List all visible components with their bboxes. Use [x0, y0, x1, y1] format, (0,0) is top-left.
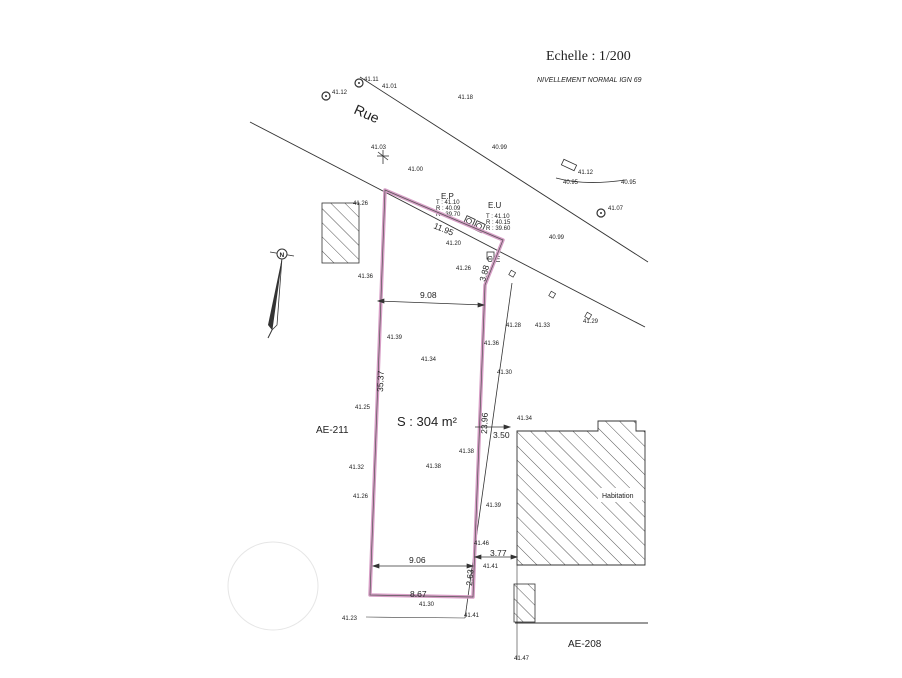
ep-label: E.P: [441, 192, 454, 201]
dimension-bottom-edge: 8.67: [410, 589, 427, 599]
dimension-top-width: 9.08: [420, 290, 437, 300]
elevation-label: 41.29: [583, 319, 599, 325]
neighbor-structure-bottom: [513, 583, 536, 623]
tree-icon: [321, 91, 331, 101]
elevation-label: 40.95: [621, 180, 637, 186]
curb-curve: [555, 177, 626, 183]
dimension-bottom-gap: 3.77: [490, 548, 507, 558]
elevation-label: 41.34: [517, 416, 533, 422]
north-arrow-icon: N: [267, 248, 295, 339]
elevation-label: 41.39: [486, 503, 502, 509]
eu-line-1: T : 41.10: [486, 214, 510, 220]
dimension-bottom-right: 2.63: [464, 569, 475, 587]
elevation-label: 41.20: [446, 241, 462, 247]
elevation-label: 41.03: [371, 145, 387, 151]
leveling-system-label: NIVELLEMENT NORMAL IGN 69: [537, 77, 642, 84]
elevation-label: 41.36: [358, 274, 374, 280]
dimension-corner: 3.88: [477, 264, 491, 283]
elevation-label: 41.11: [364, 77, 379, 83]
eu-line-2: R : 40.15: [486, 220, 511, 226]
utility-box-ce: [486, 251, 495, 260]
parcel-label-bottom-right: AE-208: [568, 639, 602, 650]
street-sign-icon: [377, 150, 389, 164]
street-box: [560, 158, 578, 172]
north-arrow-label: N: [280, 252, 285, 259]
dimension-right-length: 23.96: [479, 412, 490, 434]
street-marker: [548, 290, 557, 299]
elevation-label: 41.41: [483, 564, 499, 570]
elevation-label: 41.46: [474, 541, 490, 547]
elevation-label: 40.99: [492, 145, 508, 151]
elevation-label: 41.33: [535, 323, 551, 329]
ep-line-3: R : 39.70: [436, 212, 461, 218]
elevation-label: 41.32: [349, 465, 365, 471]
parcel-label-left: AE-211: [316, 425, 349, 436]
elevation-label: 41.34: [421, 357, 437, 363]
elevation-label: 41.39: [387, 335, 403, 341]
elevation-label: 41.25: [355, 405, 371, 411]
ep-line-1: T : 41.10: [436, 200, 460, 206]
tree-icon: [354, 78, 364, 88]
parcel-boundary-inner: [369, 189, 504, 598]
scan-smudge: [227, 541, 319, 631]
elevation-label: 41.01: [382, 84, 398, 90]
elevation-label: 41.26: [353, 201, 369, 207]
survey-sheet: [213, 18, 691, 678]
elevation-label: 41.07: [608, 206, 624, 212]
street-line-north: [359, 76, 649, 263]
elevation-label: 41.12: [578, 170, 594, 176]
scale-label: Echelle : 1/200: [546, 49, 631, 64]
tree-icon: [596, 208, 606, 218]
dimension-left-length: 35.37: [375, 370, 386, 392]
neighbor-boundary-bottom: [365, 616, 466, 619]
elevation-label: 41.18: [458, 95, 474, 101]
elevation-label: 41.38: [426, 464, 442, 470]
elevation-label: 41.38: [459, 449, 475, 455]
elevation-label: 40.99: [549, 235, 565, 241]
building-label: Habitation: [602, 493, 634, 500]
street-line-south: [249, 121, 646, 328]
neighbor-building-left: [321, 202, 360, 264]
elevation-label: 41.26: [353, 494, 369, 500]
street-marker: [584, 311, 593, 320]
elevation-label: 41.41: [464, 613, 480, 619]
elevation-label: 40.95: [563, 180, 579, 186]
neighbor-building-right: [516, 420, 646, 566]
dimension-right-gap: 3.50: [493, 430, 510, 440]
area-label: S : 304 m²: [397, 414, 458, 429]
elevation-label: 41.47: [514, 656, 530, 662]
eu-label: E.U: [488, 201, 502, 210]
elevation-label: 41.30: [419, 602, 435, 608]
street-label: Rue: [352, 101, 382, 126]
elevation-label: 41.00: [408, 167, 424, 173]
eu-line-3: R : 39.60: [486, 226, 511, 232]
elevation-label: 41.36: [484, 341, 500, 347]
dimension-street-front: 11.95: [432, 221, 455, 238]
elevation-label: 41.30: [497, 370, 513, 376]
elevation-label: 41.26: [456, 266, 472, 272]
elevation-label: 41.28: [506, 323, 522, 329]
elevation-label: 41.23: [342, 616, 358, 622]
dimension-lines: [371, 298, 519, 569]
street-marker: [508, 269, 517, 278]
elevation-points: 41.11 41.01 41.12 41.18 40.99 41.03 41.0…: [332, 77, 637, 662]
parcel-boundary: [368, 188, 505, 599]
elevation-label: 41.12: [332, 90, 348, 96]
dimension-bottom-width: 9.06: [409, 555, 426, 565]
ep-line-2: R : 40.09: [436, 206, 461, 212]
